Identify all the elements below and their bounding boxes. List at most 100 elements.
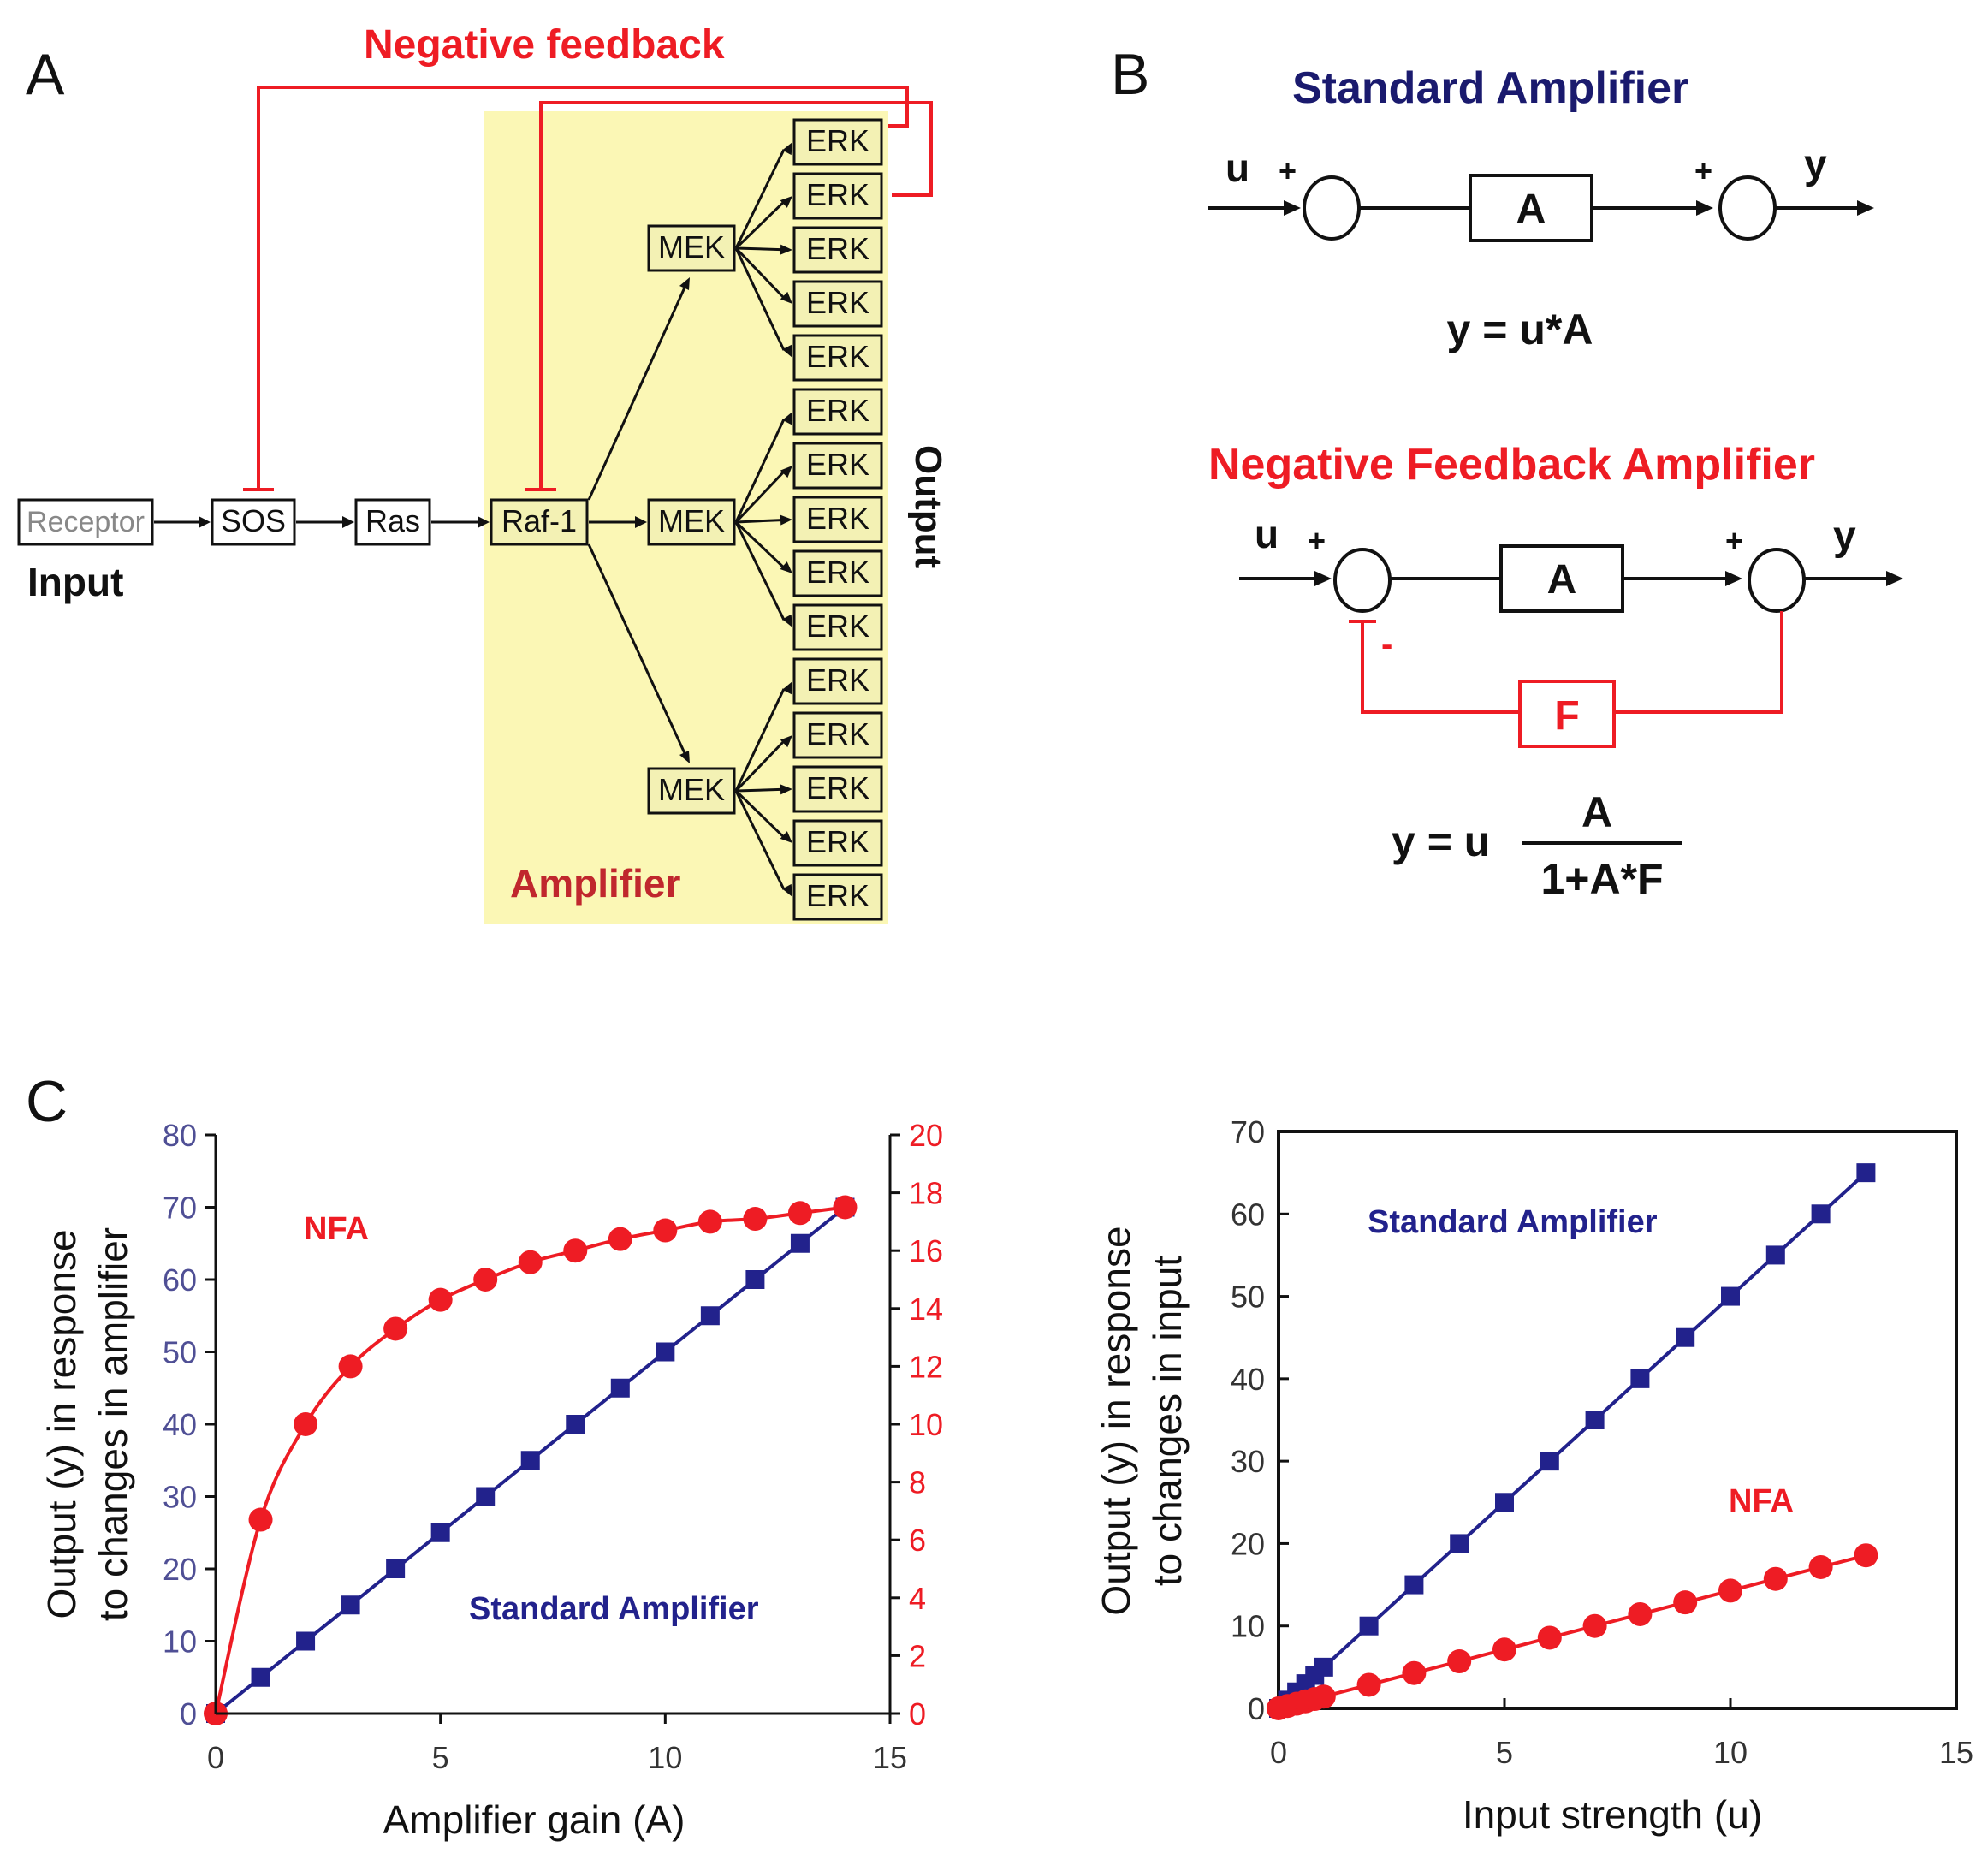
erk-label: ERK [806, 447, 869, 482]
nfa-equation-prefix: y = u [1392, 817, 1490, 865]
chart2-y-tick-label: 0 [1248, 1691, 1265, 1726]
chart2-nfa-point [1854, 1543, 1878, 1568]
erk-node [792, 657, 883, 705]
chart1-y-axis-title-line1: Output (y) in response [39, 1229, 84, 1619]
feedback-line-sos [257, 86, 909, 488]
feedback-line-raf [539, 101, 933, 488]
erk-output-column: ERKERKERKERKERKERKERKERKERKERKERKERKERKE… [734, 118, 883, 921]
chart2-nfa-point [1582, 1613, 1607, 1638]
chart1-standard-point [790, 1233, 810, 1253]
chart1-left-tick-label: 20 [163, 1552, 197, 1587]
chart1-nfa-point [833, 1195, 858, 1220]
arrow-mek-erk [734, 521, 786, 621]
nfa-arrowhead-a-out [1725, 571, 1742, 586]
standard-amplifier-title: Standard Amplifier [1292, 63, 1688, 113]
arrow-mek-erk [734, 520, 786, 569]
std-plus-1: + [1279, 153, 1297, 188]
arrowhead-sos-ras [342, 516, 354, 528]
chart2-y-tick-label: 70 [1231, 1114, 1265, 1149]
chart1-nfa-point [563, 1238, 588, 1263]
arrowhead-mek-erk [780, 784, 792, 795]
chart1-left-tick-label: 60 [163, 1262, 197, 1298]
chart2-nfa-point [1356, 1672, 1381, 1697]
chart1-standard-point [520, 1451, 540, 1470]
amplifier-label: Amplifier [510, 861, 680, 906]
chart1-right-tick-label: 20 [909, 1118, 943, 1153]
chart1-x-tick-label: 15 [873, 1740, 907, 1775]
chart1-nfa-points [204, 1195, 858, 1725]
chart1-nfa-point [653, 1218, 678, 1243]
nfa-feedback-line-left [1361, 623, 1520, 714]
mek-node-bottom [647, 767, 736, 815]
chart1-right-tick-label: 10 [909, 1407, 943, 1442]
receptor-label: Receptor [27, 506, 145, 538]
arrow-mek-erk [734, 471, 786, 524]
chart2-y-tick-label: 20 [1231, 1526, 1265, 1561]
chart1-right-tick-label: 2 [909, 1638, 926, 1673]
chart2-standard-point [1495, 1493, 1514, 1512]
erk-node [792, 442, 883, 490]
nfa-equation-numerator: A [1581, 788, 1612, 836]
chart2-y-tick-label: 10 [1231, 1609, 1265, 1644]
arrowhead-mek-erk [782, 412, 792, 425]
raf1-label: Raf-1 [501, 503, 577, 538]
input-label: Input [27, 560, 123, 604]
chart2-nfa-point [1763, 1566, 1788, 1591]
chart1-nfa-point [697, 1209, 722, 1234]
arrowhead-mek-erk [782, 883, 792, 897]
arrowhead-raf-mek-top [679, 277, 690, 290]
nfa-a-label: A [1547, 557, 1577, 603]
erk-label: ERK [806, 231, 869, 266]
sos-label: SOS [221, 503, 286, 538]
arrow-mek-erk [734, 688, 786, 792]
mek-label-top: MEK [658, 229, 725, 264]
chart2-standard-point [1585, 1411, 1605, 1429]
arrowhead-mek-erk [780, 514, 792, 526]
erk-node [792, 280, 883, 328]
erk-label: ERK [806, 716, 869, 751]
standard-equation: y = u*A [1447, 306, 1593, 353]
arrowhead-mek-erk [780, 291, 792, 304]
std-summing-junction-2 [1718, 175, 1777, 241]
chart2-y-tick-label: 60 [1231, 1197, 1265, 1232]
chart2-standard-point [1404, 1575, 1424, 1595]
panel-b-letter: B [1111, 42, 1149, 107]
chart2-nfa-point [1718, 1578, 1742, 1603]
chart2-standard-point [1856, 1163, 1876, 1183]
erk-node [792, 711, 883, 759]
raf1-node [490, 498, 589, 546]
chart2-nfa-point [1808, 1554, 1833, 1579]
arrow-mek-erk [734, 739, 786, 793]
panel-c-letter: C [26, 1069, 68, 1134]
arrowhead-mek-erk [782, 344, 792, 358]
chart1-standard-point [476, 1487, 496, 1506]
nfa-feedback-line-right [1614, 611, 1783, 714]
erk-node [792, 388, 883, 436]
nfa-a-block [1499, 544, 1624, 613]
output-label: Output [907, 445, 949, 569]
chart1-x-tick-label: 0 [207, 1740, 224, 1775]
chart1-nfa-point [338, 1354, 363, 1379]
chart2-x-tick-label: 10 [1713, 1735, 1748, 1770]
chart1-standard-label: Standard Amplifier [469, 1591, 759, 1627]
arrowhead-mek-erk [780, 244, 792, 255]
chart2-nfa-point [1492, 1637, 1516, 1662]
chart1-left-tick-label: 40 [163, 1407, 197, 1442]
erk-node [792, 603, 883, 651]
erk-label: ERK [806, 339, 869, 374]
chart2-standard-point [1450, 1534, 1469, 1553]
arrow-mek-erk [734, 790, 786, 890]
chart2-nfa-point [1673, 1590, 1698, 1615]
std-output-arrowhead [1857, 200, 1874, 216]
arrow-mek-erk [734, 246, 786, 300]
chart2-nfa-point [1311, 1684, 1336, 1709]
chart2-standard-label: Standard Amplifier [1368, 1204, 1658, 1240]
arrow-mek-erk [734, 419, 786, 523]
arrow-mek-erk [735, 246, 785, 252]
arrow-raf-mek-top [587, 287, 686, 501]
chart1-left-tick-label: 50 [163, 1335, 197, 1370]
chart1-left-tick-label: 0 [180, 1696, 197, 1731]
erk-node [792, 118, 883, 166]
